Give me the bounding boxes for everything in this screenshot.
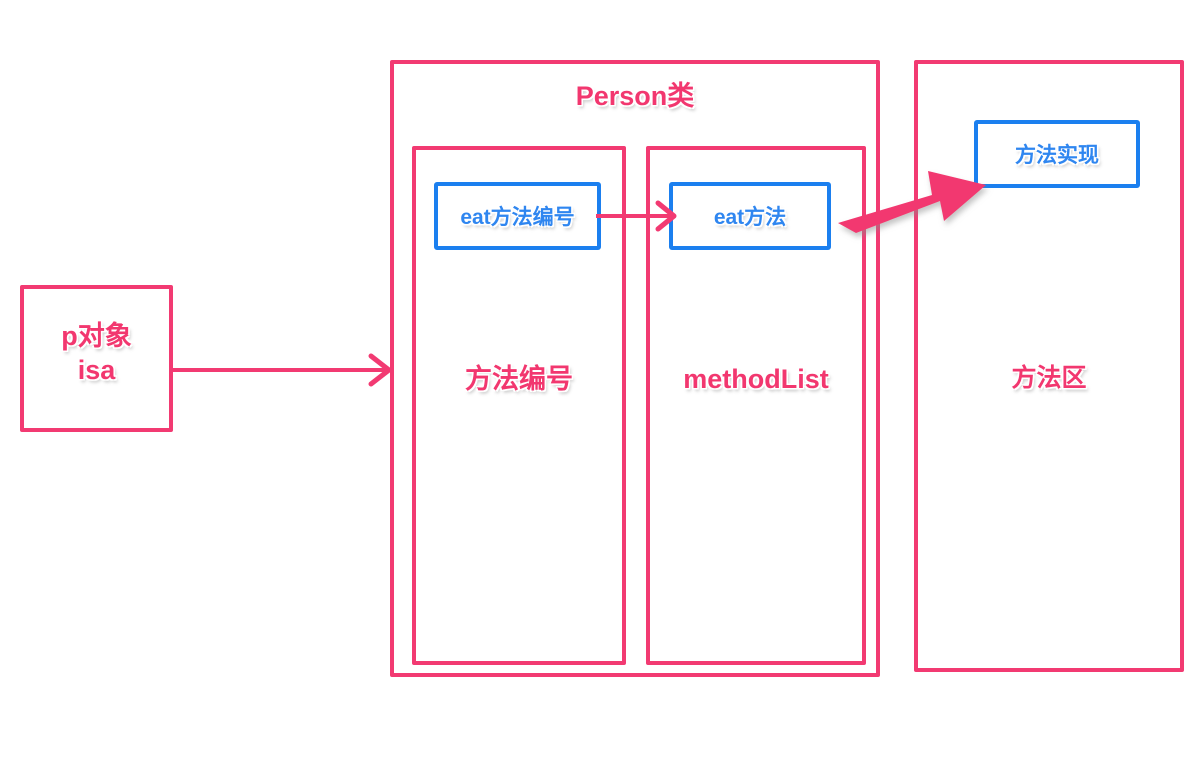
method-area-box — [914, 60, 1184, 672]
method-to-implementation-arrow-icon — [838, 171, 986, 233]
eat-method-number-box: eat方法编号 — [434, 182, 601, 250]
isa-pointer-arrow-icon — [173, 353, 392, 387]
person-class-title: Person类 — [575, 81, 695, 111]
p-object-label: p对象 isa — [20, 320, 173, 388]
eat-method-box: eat方法 — [669, 182, 831, 250]
method-number-column-label: 方法编号 — [465, 364, 573, 394]
p-object-label-line1: p对象 — [61, 321, 132, 351]
person-class-box — [390, 60, 880, 677]
method-number-to-method-arrow-icon — [596, 200, 677, 232]
method-list-column-label: methodList — [683, 364, 829, 394]
method-implementation-label: 方法实现 — [1015, 144, 1099, 167]
p-object-box — [20, 285, 173, 432]
p-object-label-line2: isa — [77, 354, 116, 385]
eat-method-number-label: eat方法编号 — [460, 206, 575, 229]
method-number-column — [412, 146, 626, 665]
method-list-column — [646, 146, 866, 665]
method-implementation-box: 方法实现 — [974, 120, 1140, 188]
eat-method-label: eat方法 — [713, 206, 787, 229]
method-area-label: 方法区 — [1011, 364, 1087, 392]
